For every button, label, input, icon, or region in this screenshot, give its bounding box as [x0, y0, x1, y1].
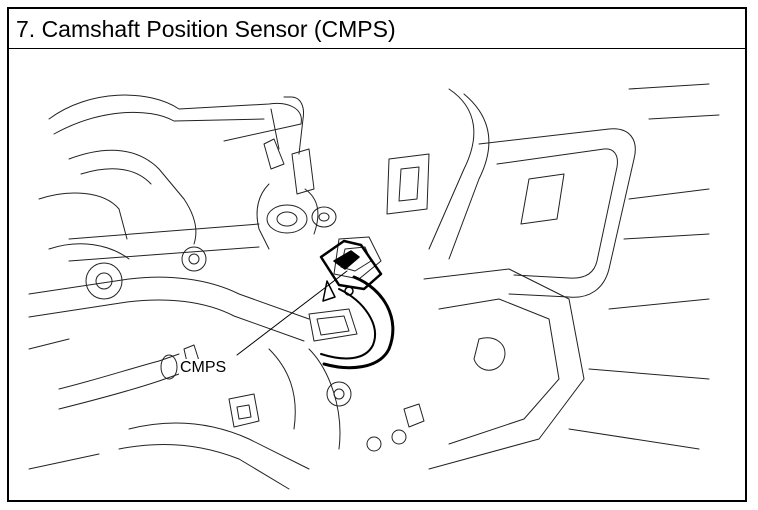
- cmps-wire-harness: [322, 275, 395, 370]
- engine-line-drawing: [28, 83, 720, 490]
- cmps-callout-label: CMPS: [179, 359, 228, 377]
- document-frame: 7. Camshaft Position Sensor (CMPS): [7, 7, 747, 502]
- engine-illustration: CMPS: [9, 49, 745, 500]
- cmps-sensor-body: [319, 239, 383, 291]
- title-bar: 7. Camshaft Position Sensor (CMPS): [9, 9, 745, 49]
- callout-leader-line: [236, 270, 348, 356]
- page-title: 7. Camshaft Position Sensor (CMPS): [16, 16, 396, 42]
